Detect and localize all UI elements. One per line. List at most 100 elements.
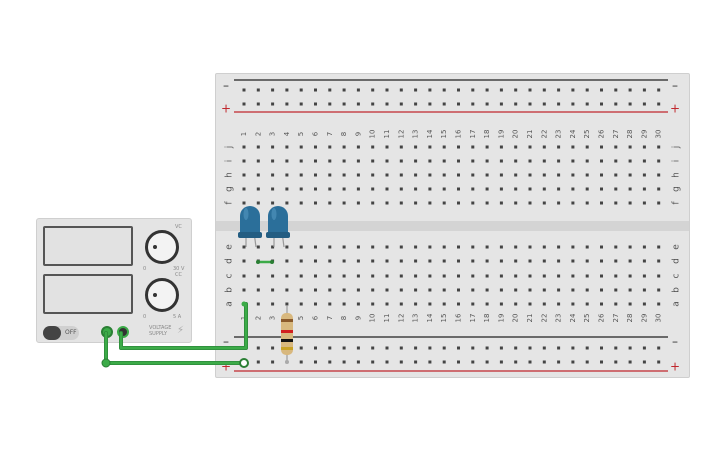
rail-hole-bottom-a[interactable] [485,346,489,350]
breadboard-hole[interactable] [242,288,246,292]
breadboard-hole[interactable] [499,302,503,306]
breadboard-hole[interactable] [485,201,489,205]
breadboard-hole[interactable] [642,159,646,163]
rail-hole-bottom-a[interactable] [657,346,661,350]
breadboard-hole[interactable] [542,187,546,191]
rail-hole-bottom-b[interactable] [256,360,260,364]
breadboard-hole[interactable] [371,259,375,263]
breadboard-hole[interactable] [256,187,260,191]
breadboard-hole[interactable] [399,274,403,278]
breadboard-hole[interactable] [457,245,460,249]
breadboard-hole[interactable] [328,201,332,205]
breadboard-hole[interactable] [614,245,618,249]
breadboard-hole[interactable] [256,173,260,177]
breadboard-hole[interactable] [628,288,632,292]
breadboard-hole[interactable] [385,201,389,205]
breadboard-hole[interactable] [256,245,260,249]
wire-negative[interactable] [119,302,248,350]
breadboard-hole[interactable] [342,245,346,249]
breadboard-hole[interactable] [600,173,603,177]
current-knob[interactable] [145,278,179,312]
breadboard-hole[interactable] [385,173,389,177]
breadboard-hole[interactable] [657,302,661,306]
wire-end-rail[interactable] [239,358,249,368]
rail-hole-top-b[interactable] [471,102,475,106]
rail-hole-top-b[interactable] [385,102,389,106]
breadboard-hole[interactable] [485,245,489,249]
breadboard-hole[interactable] [557,159,561,163]
breadboard-hole[interactable] [356,201,360,205]
breadboard-hole[interactable] [399,145,403,149]
breadboard-hole[interactable] [557,145,561,149]
breadboard-hole[interactable] [628,201,632,205]
breadboard-hole[interactable] [271,145,275,149]
rail-hole-top-b[interactable] [614,102,618,106]
breadboard-hole[interactable] [485,302,489,306]
breadboard-hole[interactable] [614,274,618,278]
voltage-knob[interactable] [145,230,179,264]
breadboard-hole[interactable] [299,145,303,149]
rail-hole-top-a[interactable] [600,88,603,92]
breadboard-hole[interactable] [571,173,575,177]
rail-hole-top-b[interactable] [342,102,346,106]
breadboard-hole[interactable] [542,302,546,306]
breadboard-hole[interactable] [299,159,303,163]
breadboard-hole[interactable] [399,259,403,263]
rail-hole-top-b[interactable] [428,102,432,106]
breadboard-hole[interactable] [371,245,375,249]
breadboard-hole[interactable] [428,288,432,292]
breadboard-hole[interactable] [557,259,561,263]
breadboard-hole[interactable] [342,259,346,263]
breadboard-hole[interactable] [342,159,346,163]
rail-hole-top-b[interactable] [328,102,332,106]
breadboard-hole[interactable] [457,274,460,278]
breadboard-hole[interactable] [557,288,561,292]
breadboard-hole[interactable] [628,159,632,163]
breadboard-hole[interactable] [528,145,532,149]
breadboard-hole[interactable] [371,173,375,177]
rail-hole-bottom-b[interactable] [356,360,360,364]
breadboard-hole[interactable] [342,274,346,278]
rail-hole-top-a[interactable] [399,88,403,92]
breadboard-hole[interactable] [285,159,289,163]
breadboard-hole[interactable] [428,201,432,205]
rail-hole-bottom-b[interactable] [657,360,661,364]
breadboard-hole[interactable] [485,259,489,263]
breadboard-hole[interactable] [371,274,375,278]
rail-hole-bottom-b[interactable] [271,360,275,364]
breadboard-hole[interactable] [528,259,532,263]
breadboard-hole[interactable] [314,259,317,263]
rail-hole-top-b[interactable] [285,102,289,106]
breadboard-hole[interactable] [585,259,589,263]
breadboard-hole[interactable] [571,288,575,292]
rail-hole-top-b[interactable] [242,102,246,106]
breadboard-hole[interactable] [542,201,546,205]
rail-hole-bottom-b[interactable] [457,360,460,364]
breadboard-hole[interactable] [614,173,618,177]
rail-hole-top-b[interactable] [642,102,646,106]
breadboard-hole[interactable] [528,274,532,278]
breadboard-hole[interactable] [485,159,489,163]
breadboard-hole[interactable] [385,159,389,163]
breadboard-hole[interactable] [457,302,460,306]
rail-hole-top-b[interactable] [299,102,303,106]
rail-hole-bottom-b[interactable] [442,360,446,364]
breadboard-hole[interactable] [356,302,360,306]
rail-hole-top-a[interactable] [557,88,561,92]
breadboard-hole[interactable] [356,173,360,177]
breadboard-hole[interactable] [385,302,389,306]
breadboard-hole[interactable] [256,145,260,149]
breadboard-hole[interactable] [471,245,475,249]
breadboard-hole[interactable] [514,274,518,278]
breadboard-hole[interactable] [657,159,661,163]
breadboard-hole[interactable] [600,259,603,263]
rail-hole-top-a[interactable] [414,88,418,92]
rail-hole-top-a[interactable] [457,88,460,92]
rail-hole-bottom-a[interactable] [471,346,475,350]
rail-hole-top-a[interactable] [285,88,289,92]
breadboard-hole[interactable] [285,173,289,177]
breadboard-hole[interactable] [514,187,518,191]
breadboard-hole[interactable] [457,288,460,292]
breadboard-hole[interactable] [514,259,518,263]
breadboard-hole[interactable] [399,245,403,249]
